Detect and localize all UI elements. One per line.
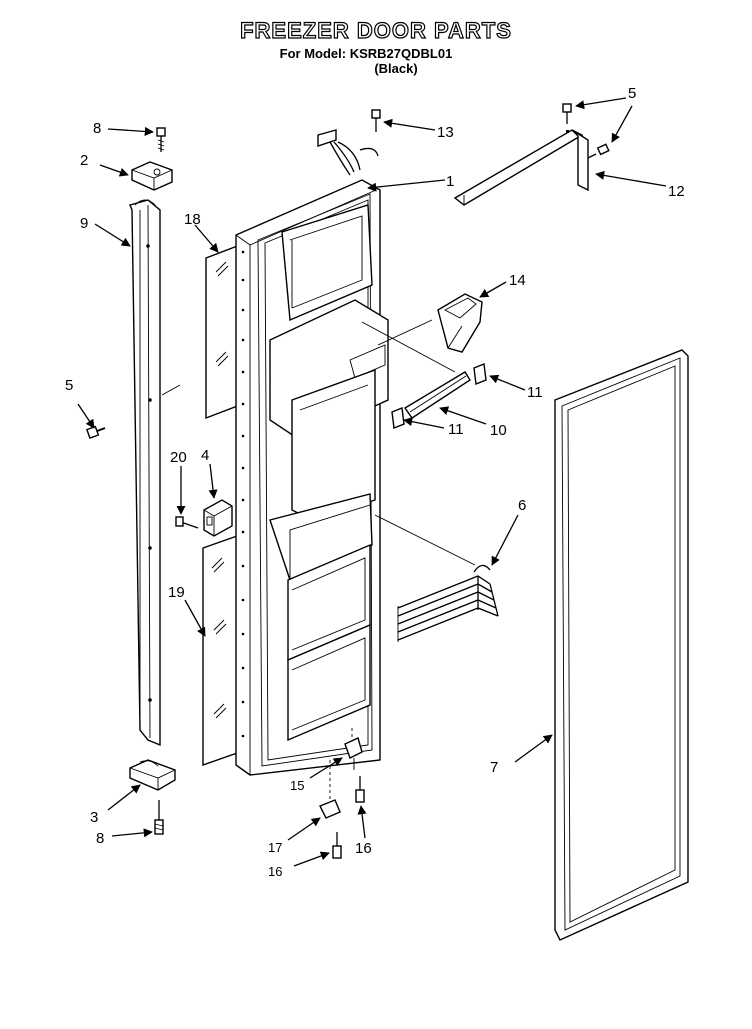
part-12-top-trim	[453, 129, 589, 206]
callout-5-left: 5	[65, 377, 73, 394]
callout-16-right: 16	[355, 840, 372, 857]
part-3-bottom-hinge	[129, 759, 176, 791]
part-7-gasket	[554, 349, 689, 941]
callout-11-upper: 11	[527, 384, 543, 401]
callout-17: 17	[268, 840, 282, 855]
part-4-housing	[203, 499, 233, 537]
part-20-screw	[175, 516, 199, 529]
callout-20: 20	[170, 449, 187, 466]
part-9-hinge-trim	[129, 199, 181, 747]
part-8-bottom-screw	[154, 800, 164, 835]
callout-13: 13	[437, 124, 454, 141]
callout-18: 18	[184, 211, 201, 228]
callout-14: 14	[509, 272, 526, 289]
part-1-door-assembly	[235, 129, 389, 776]
part-18-upper-panel	[205, 243, 241, 420]
part-10-strip	[403, 371, 471, 419]
part-14-ice-chute	[437, 293, 483, 353]
part-13-screw	[371, 109, 381, 132]
model-line: For Model: KSRB27QDBL01	[279, 46, 453, 61]
callout-19: 19	[168, 584, 185, 601]
leader-lines	[77, 97, 667, 867]
part-16-screw-lower	[332, 832, 342, 859]
callout-11-lower: 11	[448, 421, 464, 438]
callout-4: 4	[201, 447, 209, 464]
color-line: (Black)	[374, 61, 418, 76]
part-16-screw-upper	[355, 776, 365, 803]
callout-9: 9	[80, 215, 88, 232]
part-5-upper-screws	[562, 103, 610, 159]
callout-16-left: 16	[268, 864, 282, 879]
part-8-top-screw	[156, 127, 166, 152]
callout-8-top: 8	[93, 120, 101, 137]
part-15-bracket	[344, 728, 363, 770]
callout-15: 15	[290, 778, 304, 793]
part-6-heater	[397, 564, 499, 642]
callout-2: 2	[80, 152, 88, 169]
diagram-title: FREEZER DOOR PARTS	[239, 17, 512, 43]
part-19-lower-panel	[202, 534, 241, 766]
part-5-left-screw	[85, 425, 106, 439]
callout-12: 12	[668, 183, 685, 200]
callout-10: 10	[490, 422, 507, 439]
callout-8-bottom: 8	[96, 830, 104, 847]
callout-3: 3	[90, 809, 98, 826]
callout-1: 1	[446, 173, 454, 190]
callout-7: 7	[490, 759, 498, 776]
callout-6: 6	[518, 497, 526, 514]
part-11-clips	[391, 363, 487, 429]
part-2-top-hinge	[131, 161, 173, 191]
callout-5-right: 5	[628, 85, 636, 102]
part-17-bracket	[319, 760, 341, 819]
